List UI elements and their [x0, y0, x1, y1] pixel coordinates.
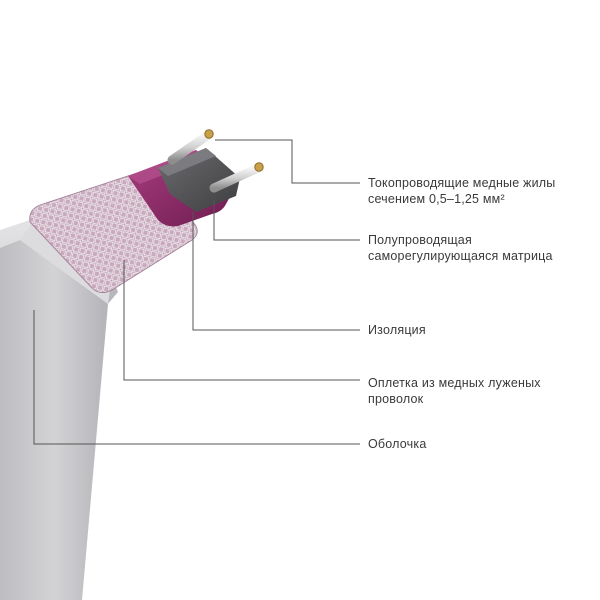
label-insulation: Изоляция — [368, 322, 426, 338]
label-conductors-line-2: сечением 0,5–1,25 мм² — [368, 192, 505, 206]
leader-line-matrix — [213, 200, 360, 241]
leader-line-braid — [123, 260, 360, 381]
label-conductors-line-1: Токопроводящие медные жилы — [368, 176, 556, 190]
label-matrix: Полупроводящая саморегулирующаяся матриц… — [368, 232, 553, 264]
copper-conductors — [167, 129, 264, 193]
label-matrix-line-1: Полупроводящая — [368, 233, 472, 247]
label-braid-line-1: Оплетка из медных луженых — [368, 376, 541, 390]
label-sheath-line-1: Оболочка — [368, 437, 427, 451]
label-sheath: Оболочка — [368, 436, 426, 452]
label-conductors: Токопроводящие медные жилы сечением 0,5–… — [368, 175, 555, 207]
semiconducting-matrix — [158, 148, 240, 212]
leader-line-sheath — [33, 310, 360, 445]
label-braid-line-2: проволок — [368, 392, 424, 406]
label-matrix-line-2: саморегулирующаяся матрица — [368, 249, 553, 263]
leader-line-insulation — [192, 212, 360, 331]
label-braid: Оплетка из медных луженых проволок — [368, 375, 541, 407]
label-insulation-line-1: Изоляция — [368, 323, 426, 337]
leader-line-conductors — [215, 139, 360, 184]
